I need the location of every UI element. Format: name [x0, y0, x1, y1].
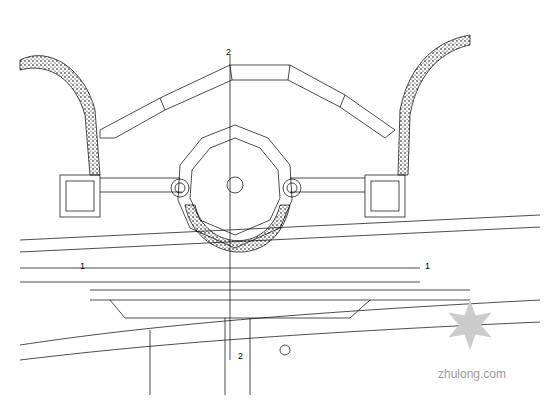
section-marker: 1 — [425, 262, 430, 271]
watermark-logo — [445, 300, 494, 350]
section-marker: 2 — [238, 352, 243, 361]
section-marker: 1 — [80, 262, 85, 271]
watermark: zhulong.com — [438, 368, 506, 380]
section-marker: 2 — [226, 48, 231, 57]
